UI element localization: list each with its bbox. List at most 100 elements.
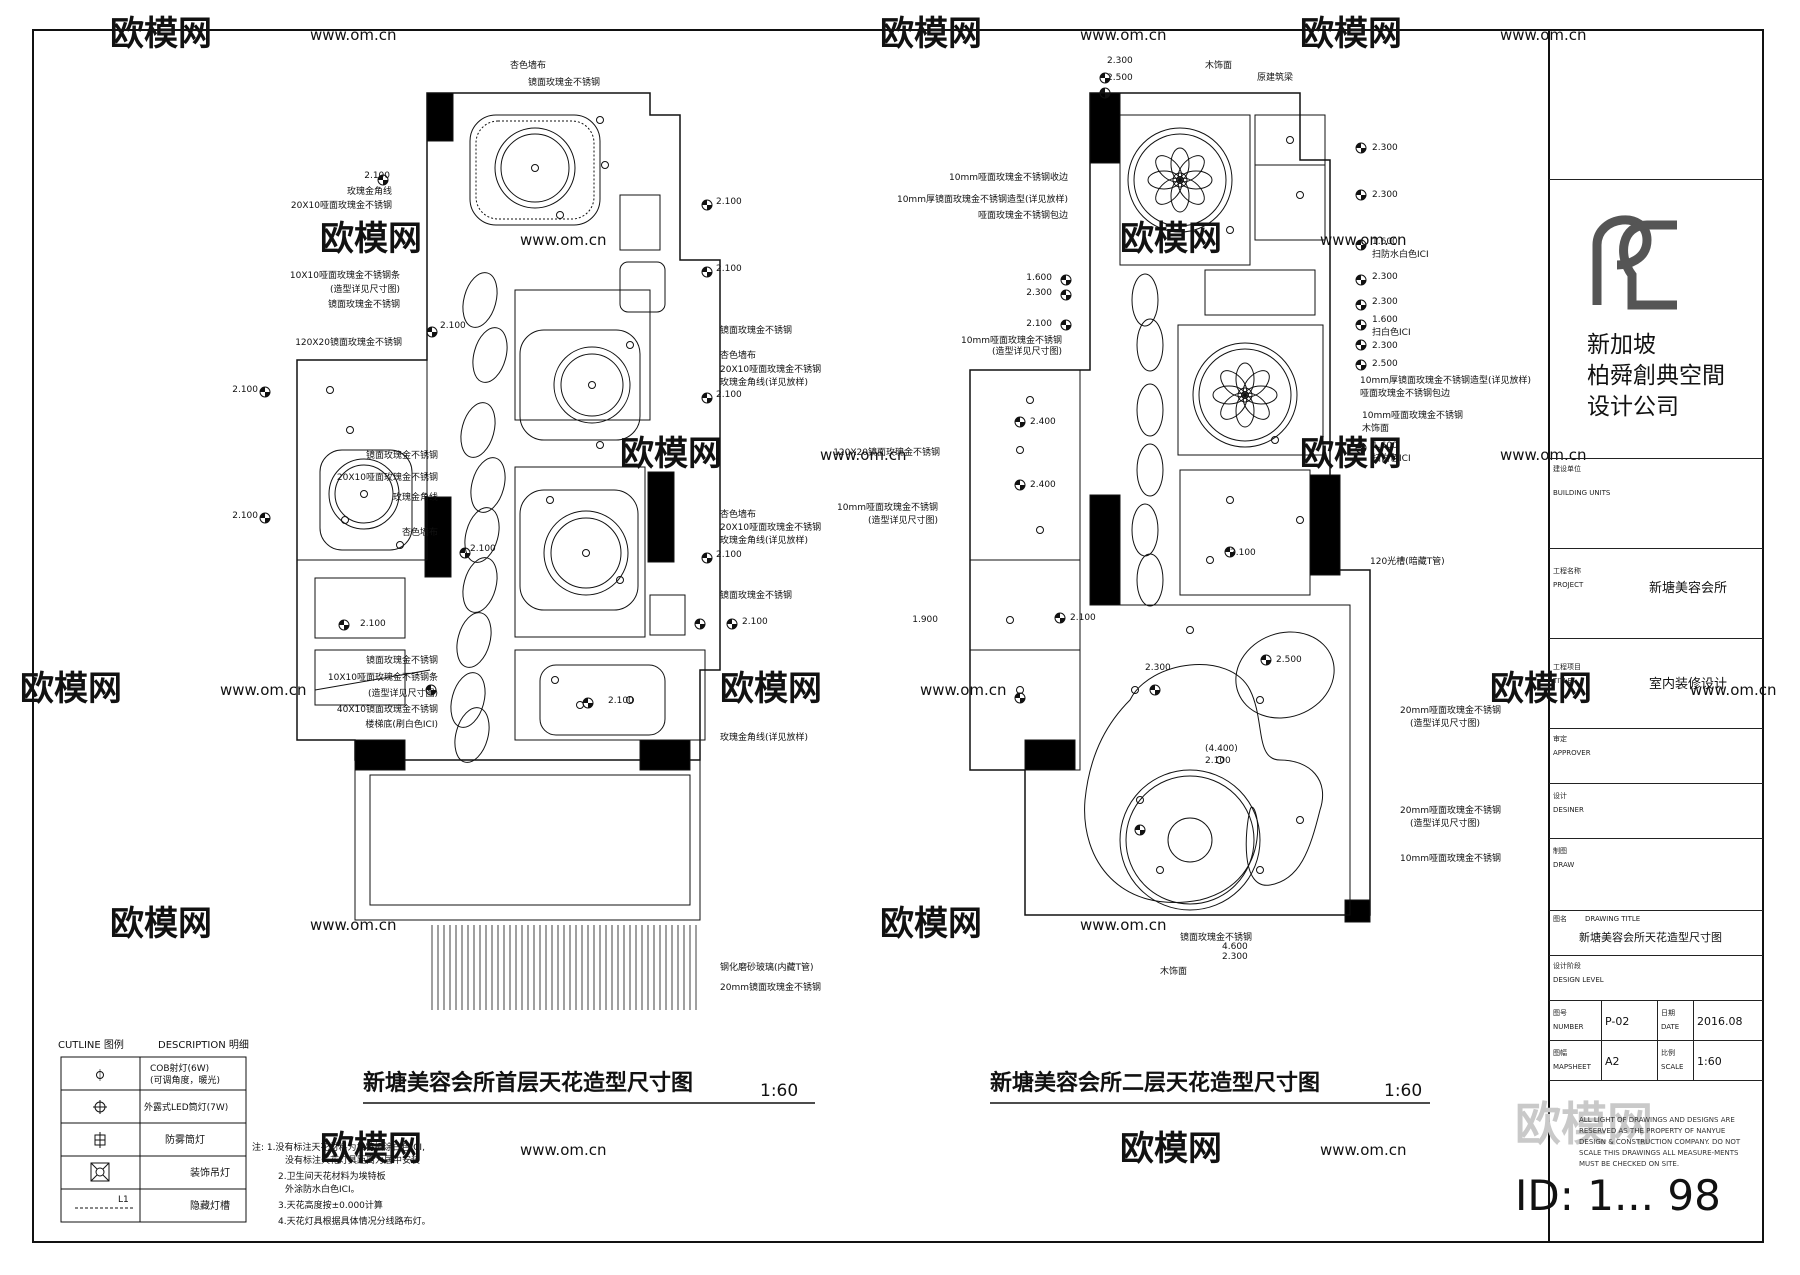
sf-inner-level: 2.500 [1276, 655, 1302, 665]
legend-row-4-text: 装饰吊灯 [190, 1166, 230, 1179]
ff-left-label: 镜面玫瑰金不锈钢 [328, 298, 400, 310]
watermark-brand: 欧模网 [110, 14, 212, 54]
watermark-site: www.om.cn [310, 916, 397, 934]
sheet-border [32, 29, 1764, 1243]
sf-left-label: 2.100 [1026, 319, 1052, 329]
ff-left-label: 20X10哑面玫瑰金不锈钢 [337, 471, 438, 483]
watermark-site: www.om.cn [310, 26, 397, 44]
sf-bottom-label: 木饰面 [1160, 965, 1187, 977]
light-fixture-icon [1256, 696, 1264, 704]
light-fixture-icon [1216, 756, 1224, 764]
sf-right-label: 哑面玫瑰金不锈钢包边 [1360, 387, 1450, 399]
led-downlight-icon [93, 1100, 107, 1114]
light-fixture-icon [1256, 866, 1264, 874]
light-fixture-icon [588, 381, 596, 389]
watermark-brand: 欧模网 [880, 904, 982, 944]
sf-left-label: 120X20镜面玫瑰金不锈钢 [833, 446, 940, 458]
ff-left-label: 玫瑰金角线 [393, 491, 438, 503]
light-fixture-icon [1176, 176, 1184, 184]
title-block: 新加坡 柏舜創典空間 设计公司 建设单位 BUILDING UNITS 工程名称… [1549, 30, 1763, 1242]
watermark-brand: 欧模网 [1300, 434, 1402, 474]
light-fixture-icon [341, 516, 349, 524]
company-name: 新加坡 柏舜創典空間 设计公司 [1587, 330, 1725, 423]
watermark-site: www.om.cn [1690, 681, 1777, 699]
sf-left-label: 10mm厚镜面玫瑰金不锈钢造型(详见放样) [897, 193, 1068, 205]
level-markers [259, 72, 1367, 836]
sf-inner-level: 2.400 [1030, 480, 1056, 490]
mapsheet-value: A2 [1605, 1055, 1620, 1068]
sf-right-label: 10mm哑面玫瑰金不锈钢 [1400, 852, 1501, 864]
sf-bottom-label: 2.300 [1222, 952, 1248, 962]
watermark-brand: 欧模网 [1490, 669, 1592, 709]
watermark-brand: 欧模网 [320, 1129, 422, 1169]
ff-right-label: 2.100 [716, 550, 742, 560]
svg-text:4.天花灯具根据具体情况分线路布灯。: 4.天花灯具根据具体情况分线路布灯。 [278, 1215, 431, 1227]
second-floor-scale: 1:60 [1384, 1081, 1422, 1101]
watermark-site: www.om.cn [1320, 1141, 1407, 1159]
tb-design-level: 设计阶段 DESIGN LEVEL [1549, 955, 1763, 1000]
ff-right-label: 钢化磨砂玻璃(内藏T管) [720, 961, 814, 973]
sf-left-label: 2.300 [1026, 288, 1052, 298]
first-floor-labels: 2.100玫瑰金角线20X10哑面玫瑰金不锈钢10X10哑面玫瑰金不锈钢条(造型… [232, 59, 821, 993]
light-fixture-icon [601, 161, 609, 169]
light-fixture-icon [346, 426, 354, 434]
ff-left-label: 10X10哑面玫瑰金不锈钢条 [290, 269, 400, 281]
watermark-brand: 欧模网 [320, 219, 422, 259]
notes: 注: 1.没有标注天花材料为埃特板涂白色ICI, 没有标注天花灯具距离为居中安装… [252, 1141, 431, 1227]
ff-left-label: 楼梯底(刷白色ICI) [365, 718, 438, 730]
light-fixture-icon [326, 386, 334, 394]
sf-right-label: 120光槽(暗藏T管) [1370, 555, 1445, 567]
watermark-brand: 欧模网 [20, 669, 122, 709]
company-logo-icon [1592, 215, 1677, 310]
tb-number-date: 图号 NUMBER P-02 日期 DATE 2016.08 [1549, 1000, 1763, 1040]
light-fixture-icon [626, 696, 634, 704]
sf-right-label: 2.300 [1372, 190, 1398, 200]
watermark-site: www.om.cn [520, 231, 607, 249]
ff-inner-level: 2.100 [608, 696, 634, 706]
tb-building-units: 建设单位 BUILDING UNITS [1549, 458, 1763, 548]
tb-drawing-title: 图名 DRAWING TITLE 新塘美容会所天花造型尺寸图 [1549, 910, 1763, 955]
legend-header-outline: CUTLINE 图例 [58, 1038, 124, 1051]
sf-right-label: 2.300 [1372, 272, 1398, 282]
ff-right-label: 镜面玫瑰金不锈钢 [720, 589, 792, 601]
light-fixture-icon [531, 164, 539, 172]
light-fixture-icon [616, 576, 624, 584]
sf-right-label: 1.600 [1372, 315, 1398, 325]
light-fixture-icon [1226, 226, 1234, 234]
legend-row-2-text: 外露式LED筒灯(7W) [144, 1101, 228, 1113]
sf-right-label: (造型详见尺寸图) [1410, 817, 1480, 829]
ff-right-label: 杏色墙布 [720, 508, 756, 520]
sf-right-label: 2.300 [1372, 143, 1398, 153]
tb-project: 工程名称 PROJECT 新塘美容会所 [1549, 548, 1763, 638]
legend-header-desc: DESCRIPTION 明细 [158, 1038, 249, 1051]
light-fixture-icon [1131, 686, 1139, 694]
light-fixture-icon [1006, 616, 1014, 624]
light-fixture-icon [1296, 516, 1304, 524]
light-fixture-icon [1286, 136, 1294, 144]
tb-vertical-divider-2 [1601, 1000, 1602, 1080]
legend-table: CUTLINE 图例 DESCRIPTION 明细 L1 COB射灯(6W) (… [58, 1038, 249, 1223]
ff-left-label: 20X10哑面玫瑰金不锈钢 [291, 199, 392, 211]
light-fixture-icon [576, 701, 584, 709]
second-floor-title: 新塘美容会所二层天花造型尺寸图 [990, 1070, 1320, 1096]
cob-spotlight-icon [96, 1069, 104, 1081]
watermark-brand: 欧模网 [880, 14, 982, 54]
ff-left-label: 40X10镜面玫瑰金不锈钢 [337, 703, 438, 715]
first-floor-scale: 1:60 [760, 1081, 798, 1101]
sf-left-label: 10mm哑面玫瑰金不锈钢 [837, 501, 938, 513]
sf-bottom-label: 镜面玫瑰金不锈钢 [1180, 931, 1252, 943]
scale-value: 1:60 [1697, 1055, 1722, 1068]
watermark-site: www.om.cn [820, 446, 907, 464]
sf-top-label: 2.500 [1107, 73, 1133, 83]
light-fixture-icon [1016, 446, 1024, 454]
sf-right-label: 扫白色ICI [1372, 452, 1411, 464]
legend-row-3-text: 防雾筒灯 [165, 1133, 205, 1146]
light-fixture-icon [556, 211, 564, 219]
ff-inner-level: 2.100 [360, 619, 386, 629]
watermark-brand: 欧模网 [720, 669, 822, 709]
ff-inner-level: 2.100 [470, 544, 496, 554]
light-fixture-icon [360, 490, 368, 498]
ff-left-label: 玫瑰金角线 [347, 185, 392, 197]
sf-top-label: 2.300 [1107, 56, 1133, 66]
tb-vertical-divider [1657, 1000, 1658, 1080]
